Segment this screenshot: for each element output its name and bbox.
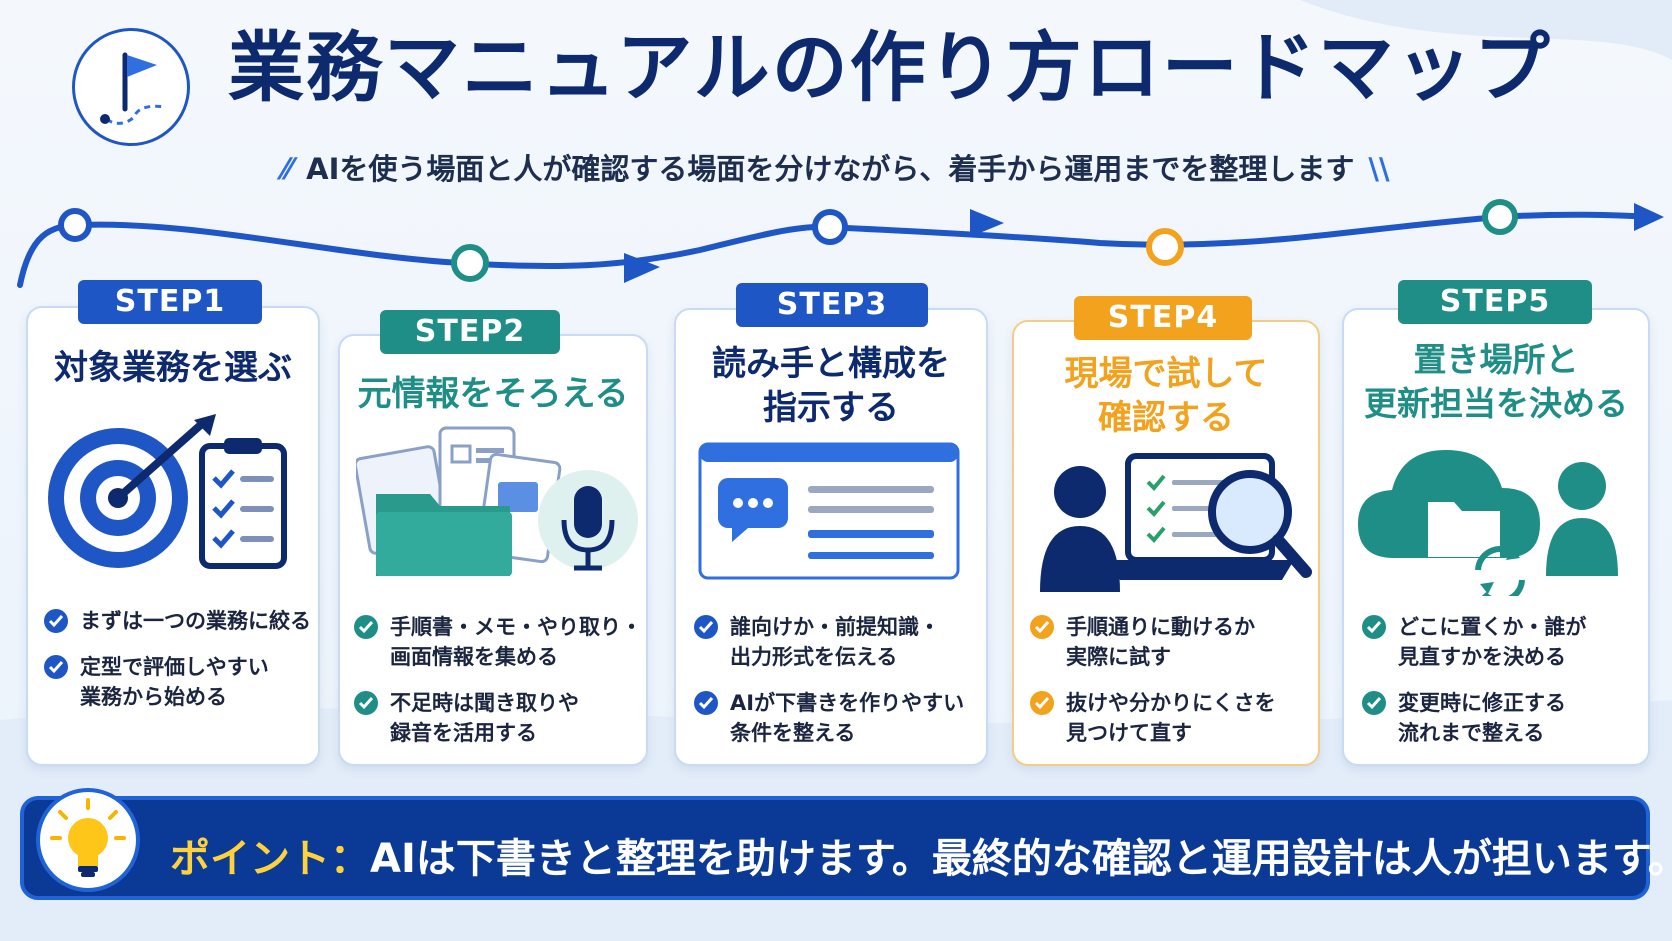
bullet-text: 抜けや分かりにくさを 見つけて直す <box>1066 691 1276 745</box>
step2-title: 元情報をそろえる <box>342 372 644 416</box>
check-icon <box>354 615 378 639</box>
point-body: AIは下書きと整理を助けます。最終的な確認と運用設計は人が担います。 <box>370 836 1672 882</box>
step4-node-icon <box>1146 228 1184 266</box>
step3-title: 読み手と構成を 指示する <box>678 342 984 430</box>
step1-bullets: まずは一つの業務に絞る 定型で評価しやすい 業務から始める <box>44 606 312 728</box>
check-icon <box>44 655 68 679</box>
list-item: どこに置くか・誰が 見直すかを決める <box>1362 612 1646 672</box>
bullet-text: 誰向けか・前提知識・ 出力形式を伝える <box>730 615 940 669</box>
list-item: 抜けや分かりにくさを 見つけて直す <box>1030 688 1320 748</box>
point-message: ポイント：AIは下書きと整理を助けます。最終的な確認と運用設計は人が担います。 <box>170 826 1672 884</box>
bullet-text: 不足時は聞き取りや 録音を活用する <box>390 691 579 745</box>
list-item: 不足時は聞き取りや 録音を活用する <box>354 688 644 748</box>
point-banner <box>20 796 1650 900</box>
person-laptop-magnifier-icon <box>1040 453 1312 592</box>
list-item: まずは一つの業務に絞る <box>44 606 312 636</box>
list-item: 誰向けか・前提知識・ 出力形式を伝える <box>694 612 984 672</box>
step2-bullets: 手順書・メモ・やり取り・ 画面情報を集める 不足時は聞き取りや 録音を活用する <box>354 612 644 764</box>
step3-bullets: 誰向けか・前提知識・ 出力形式を伝える AIが下書きを作りやすい 条件を整える <box>694 612 984 764</box>
step1-label: STEP1 <box>78 280 262 324</box>
step5-node-icon <box>1482 199 1518 235</box>
step5-title: 置き場所と 更新担当を決める <box>1342 338 1650 426</box>
page-subtitle: ⁄⁄ AIを使う場面と人が確認する場面を分けながら、着手から運用までを整理します \… <box>0 146 1672 188</box>
list-item: 手順通りに動けるか 実際に試す <box>1030 612 1320 672</box>
step4-label: STEP4 <box>1074 296 1252 340</box>
subtitle-left-deco-icon: ⁄⁄ <box>282 152 293 186</box>
step3-title-line1: 読み手と構成を <box>712 344 950 384</box>
step4-bullets: 手順通りに動けるか 実際に試す 抜けや分かりにくさを 見つけて直す <box>1030 612 1320 764</box>
step3-label: STEP3 <box>736 283 928 327</box>
bullet-text: AIが下書きを作りやすい 条件を整える <box>730 691 965 745</box>
roadmap-line <box>17 199 1664 288</box>
step5-bullets: どこに置くか・誰が 見直すかを決める 変更時に修正する 流れまで整える <box>1362 612 1646 764</box>
step1-title-line1: 対象業務を選ぶ <box>54 348 292 388</box>
step4-title: 現場で試して 確認する <box>1016 352 1316 440</box>
list-item: 変更時に修正する 流れまで整える <box>1362 688 1646 748</box>
step3-node-icon <box>812 209 848 245</box>
list-item: AIが下書きを作りやすい 条件を整える <box>694 688 984 748</box>
list-item: 手順書・メモ・やり取り・ 画面情報を集める <box>354 612 644 672</box>
check-icon <box>1362 615 1386 639</box>
step4-title-line1: 現場で試して <box>1064 354 1268 394</box>
check-icon <box>44 609 68 633</box>
bullet-text: まずは一つの業務に絞る <box>80 609 311 633</box>
step5-title-line1: 置き場所と <box>1413 340 1579 379</box>
step5-title-line2: 更新担当を決める <box>1364 384 1628 423</box>
check-icon <box>1030 691 1054 715</box>
step1-title: 対象業務を選ぶ <box>30 346 316 390</box>
flag-goal-icon <box>72 28 190 146</box>
step4-title-line2: 確認する <box>1098 398 1234 438</box>
step5-label: STEP5 <box>1398 280 1592 324</box>
subtitle-right-deco-icon: \\ <box>1368 152 1390 186</box>
check-icon <box>694 691 718 715</box>
bullet-text: 定型で評価しやすい 業務から始める <box>80 655 269 709</box>
step2-title-line1: 元情報をそろえる <box>357 374 629 414</box>
list-item: 定型で評価しやすい 業務から始める <box>44 652 312 712</box>
step2-label: STEP2 <box>380 310 560 354</box>
bullet-text: 手順書・メモ・やり取り・ 画面情報を集める <box>390 615 642 669</box>
point-label: ポイント： <box>170 836 370 882</box>
target-checklist-icon <box>48 414 287 569</box>
step2-node-icon <box>451 244 489 282</box>
page-title: 業務マニュアルの作り方ロードマップ <box>228 23 1552 112</box>
check-icon <box>354 691 378 715</box>
bullet-text: どこに置くか・誰が 見直すかを決める <box>1398 615 1587 669</box>
bullet-text: 変更時に修正する 流れまで整える <box>1398 691 1566 745</box>
documents-folder-mic-icon <box>356 426 638 576</box>
chat-window-icon <box>698 442 960 580</box>
bullet-text: 手順通りに動けるか 実際に試す <box>1066 615 1255 669</box>
subtitle-text: AIを使う場面と人が確認する場面を分けながら、着手から運用までを整理します <box>306 152 1355 186</box>
check-icon <box>1030 615 1054 639</box>
cloud-folder-person-icon <box>1358 450 1618 596</box>
check-icon <box>1362 691 1386 715</box>
lightbulb-icon <box>36 788 140 892</box>
check-icon <box>694 615 718 639</box>
step1-node-icon <box>58 208 92 242</box>
step3-title-line2: 指示する <box>763 388 899 428</box>
